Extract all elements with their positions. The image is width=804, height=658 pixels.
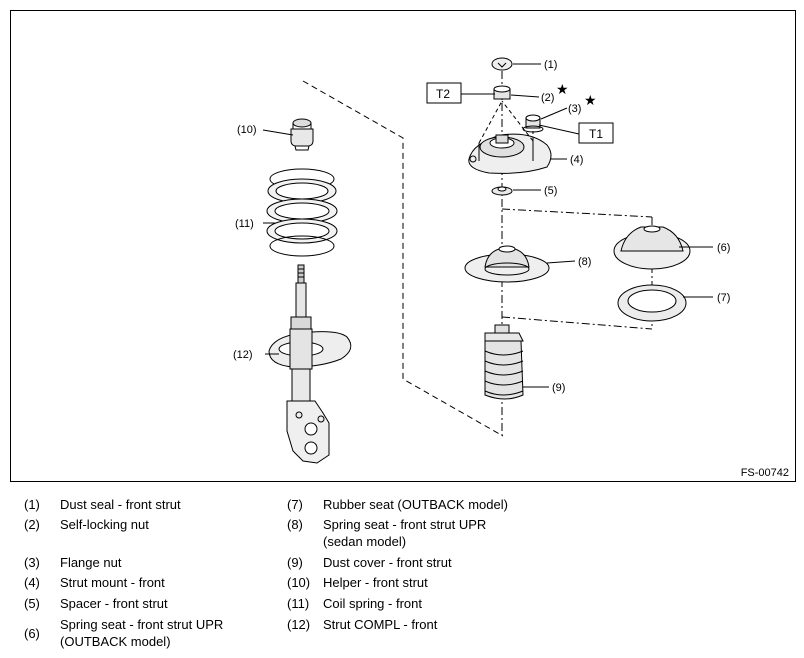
callout-10: (10) — [237, 124, 257, 136]
legend-num: (1) — [24, 497, 40, 512]
dust-cover-drawing — [484, 324, 524, 400]
spring-seat-outback-drawing — [613, 225, 691, 270]
legend-text: Rubber seat (OUTBACK model) — [323, 497, 508, 512]
legend-text: Self-locking nut — [60, 517, 149, 532]
outback-branch-lines — [501, 208, 653, 218]
legend-num: (6) — [24, 626, 40, 641]
assembly-dashed-outline — [302, 80, 504, 437]
callout-8: (8) — [578, 256, 591, 268]
spring-seat-sedan-drawing — [464, 245, 550, 283]
legend-num: (12) — [287, 617, 311, 632]
coil-spring-drawing — [266, 168, 338, 257]
legend-num: (2) — [24, 517, 40, 532]
legend-text: Coil spring - front — [323, 596, 422, 611]
legend-text: Helper - front strut — [323, 575, 428, 590]
legend-text: Spring seat - front strut UPR — [60, 617, 224, 632]
dust-seal-drawing — [491, 57, 513, 71]
callout-9: (9) — [552, 382, 565, 394]
self-locking-nut-drawing — [493, 85, 511, 100]
star-3: ★ — [584, 92, 597, 108]
strut-mount-drawing — [468, 133, 552, 174]
callout-2: (2) — [541, 92, 554, 104]
helper-drawing — [290, 118, 314, 151]
callout-1: (1) — [544, 59, 557, 71]
t1-box — [578, 122, 614, 144]
legend-text: Strut mount - front — [60, 575, 165, 590]
legend-num: (7) — [287, 497, 303, 512]
legend-num: (3) — [24, 555, 40, 570]
t1-label: T1 — [589, 127, 603, 141]
callout-5: (5) — [544, 185, 557, 197]
legend-text: Strut COMPL - front — [323, 617, 438, 632]
legend-text: (OUTBACK model) — [60, 634, 171, 649]
callout-11: (11) — [235, 218, 254, 230]
callout-3: (3) — [568, 103, 581, 115]
parts-legend: (1) Dust seal - front strut (2) Self-loc… — [0, 490, 804, 658]
legend-num: (10) — [287, 575, 311, 590]
callout-12: (12) — [233, 349, 253, 361]
t2-box — [426, 82, 462, 104]
figure-code: FS-00742 — [740, 467, 789, 479]
legend-num: (5) — [24, 596, 40, 611]
legend-text: Dust cover - front strut — [323, 555, 452, 570]
strut-diagram: T2 T1 ★ ★ (1) (2) (3) (4) (5) (6) (7) (8… — [233, 57, 730, 464]
callout-4: (4) — [570, 154, 583, 166]
legend-num: (11) — [287, 596, 310, 611]
flange-nut-drawing — [522, 114, 544, 133]
legend-text: Spacer - front strut — [60, 596, 168, 611]
spacer-drawing — [491, 186, 513, 196]
strut-assembly-drawing — [268, 264, 352, 464]
legend-text: Flange nut — [60, 555, 122, 570]
t2-label: T2 — [436, 87, 450, 101]
exploded-view-figure: T2 T1 ★ ★ (1) (2) (3) (4) (5) (6) (7) (8… — [10, 10, 796, 482]
rubber-seat-drawing — [617, 284, 687, 322]
legend-text: Spring seat - front strut UPR — [323, 517, 487, 532]
legend-text: (sedan model) — [323, 534, 407, 549]
star-2: ★ — [556, 81, 569, 97]
legend-num: (8) — [287, 517, 303, 532]
legend-text: Dust seal - front strut — [60, 497, 181, 512]
legend-num: (4) — [24, 575, 40, 590]
callout-6: (6) — [717, 242, 730, 254]
legend-num: (9) — [287, 555, 303, 570]
callout-7: (7) — [717, 292, 730, 304]
